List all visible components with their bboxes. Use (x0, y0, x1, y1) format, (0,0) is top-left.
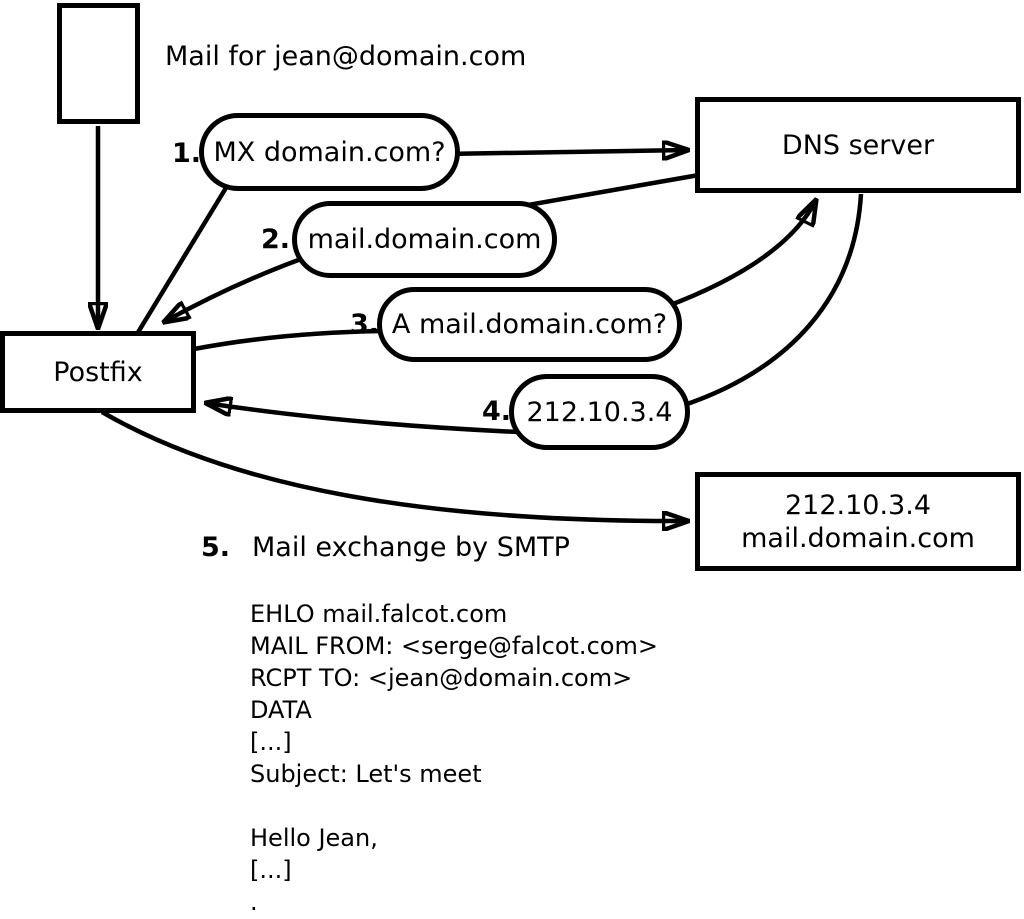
bubble-mx-query: MX domain.com? (199, 113, 460, 191)
smtp-line-data: DATA (250, 696, 312, 724)
mail-for-label: Mail for jean@domain.com (165, 41, 527, 72)
dns-server-label: DNS server (781, 129, 935, 161)
bubble-mx-answer: mail.domain.com (292, 201, 557, 278)
arrow-bubble4-to-postfix (206, 403, 541, 436)
line-dns-to-bubble4 (671, 193, 864, 412)
smtp-line-mail-from: MAIL FROM: <serge@falcot.com> (250, 632, 658, 660)
mail-server-hostname: mail.domain.com (741, 522, 975, 554)
mail-message-icon (57, 3, 140, 124)
smtp-line-rcpt-to: RCPT TO: <jean@domain.com> (250, 664, 633, 692)
bubble-a-answer: 212.10.3.4 (509, 374, 690, 450)
step-number-2: 2. (260, 224, 290, 255)
bubble-a-query-label: A mail.domain.com? (391, 309, 668, 340)
smtp-line-end-dot: . (250, 888, 258, 916)
mail-server-ip: 212.10.3.4 (785, 489, 931, 521)
bubble-a-query: A mail.domain.com? (377, 287, 682, 362)
bubble-mx-answer-label: mail.domain.com (307, 224, 542, 255)
arrow-bubble2-to-postfix (164, 251, 316, 322)
arrow-postfix-to-mailserver (100, 410, 688, 521)
smtp-line-blank (250, 790, 658, 822)
smtp-line-ellipsis-2: [...] (250, 856, 292, 884)
mail-server-labels: 212.10.3.4 mail.domain.com (741, 489, 975, 555)
smtp-line-subject: Subject: Let's meet (250, 760, 482, 788)
smtp-line-ehlo: EHLO mail.falcot.com (250, 600, 508, 628)
postfix-label: Postfix (53, 356, 143, 388)
mail-server-box: 212.10.3.4 mail.domain.com (695, 472, 1021, 571)
line-dns-to-bubble2 (504, 172, 700, 212)
arrow-bubble1-to-dns (442, 150, 688, 154)
step-number-5: 5. (200, 532, 230, 563)
step-number-1: 1. (171, 138, 201, 169)
smtp-session-transcript: EHLO mail.falcot.com MAIL FROM: <serge@f… (250, 598, 658, 918)
step-number-3: 3. (349, 309, 379, 340)
smtp-line-hello: Hello Jean, (250, 824, 378, 852)
arrow-bubble3-to-dns (664, 200, 816, 310)
postfix-box: Postfix (0, 331, 196, 413)
bubble-mx-query-label: MX domain.com? (213, 136, 446, 168)
bubble-a-answer-label: 212.10.3.4 (526, 396, 673, 428)
step-number-4: 4. (481, 396, 511, 427)
dns-server-box: DNS server (695, 97, 1021, 193)
smtp-exchange-label: Mail exchange by SMTP (252, 532, 570, 563)
smtp-line-ellipsis-1: [...] (250, 728, 292, 756)
line-postfix-to-bubble1 (135, 176, 234, 336)
